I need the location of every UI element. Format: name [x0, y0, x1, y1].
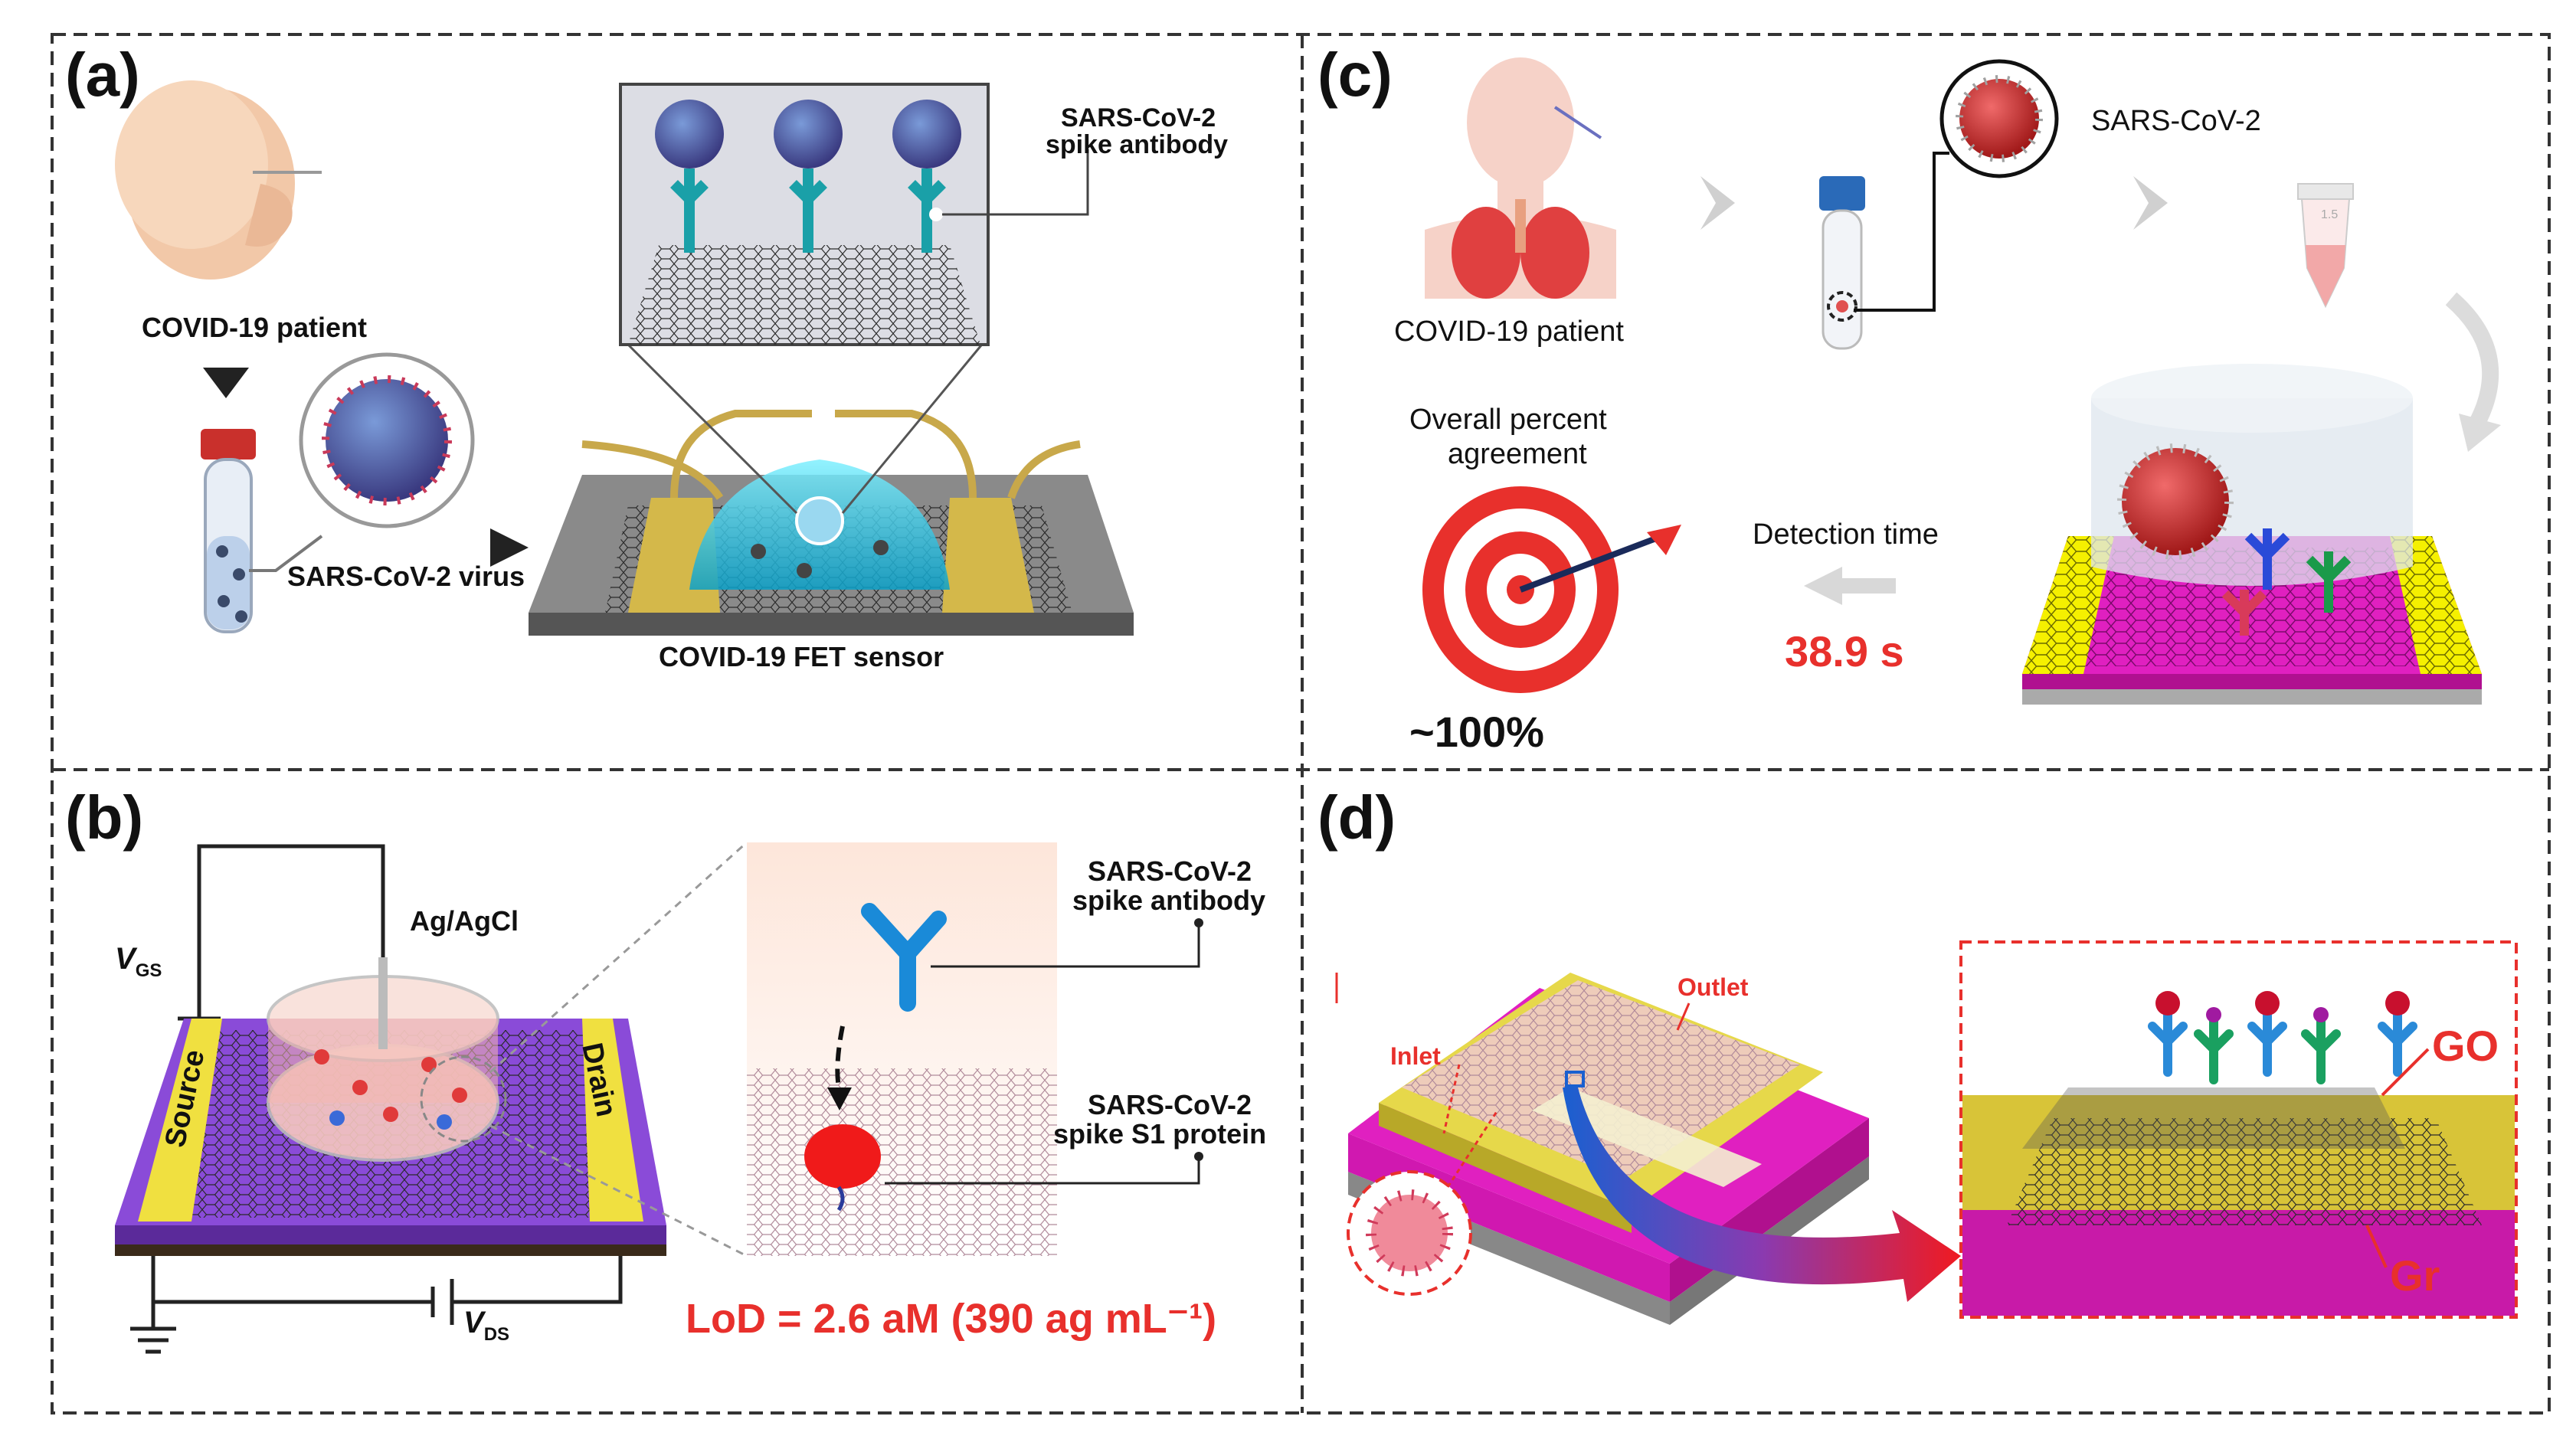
lod-label: LoD = 2.6 aM (390 ag mL⁻¹) [686, 1296, 1216, 1342]
panel-b: (b) VGS VDS [65, 783, 1266, 1354]
c-patient-label: COVID-19 patient [1394, 316, 1624, 348]
panel-a-label: (a) [65, 41, 140, 109]
eppendorf-mark: 1.5 [2321, 208, 2338, 221]
agreement-label-line2: agreement [1448, 438, 1587, 470]
b-protein-label-line2: spike S1 protein [1053, 1118, 1266, 1150]
svg-text:VDS: VDS [463, 1306, 509, 1345]
fet-sensor-illustration [529, 410, 1134, 636]
svg-text:VGS: VGS [115, 942, 162, 981]
antibody-label-line1: SARS-CoV-2 [1061, 103, 1216, 132]
panel-b-label: (b) [65, 783, 143, 852]
b-antibody-label-line2: spike antibody [1072, 885, 1265, 916]
detection-time-label: Detection time [1753, 518, 1939, 551]
agreement-value: ~100% [1409, 708, 1544, 756]
patient-head-illustration [115, 80, 322, 280]
chevron-right-icon-2 [2133, 176, 2168, 230]
c-fet-device [2022, 364, 2482, 705]
ground-icon [130, 1326, 176, 1354]
panel-d: (d) Inlet Outlet [1317, 783, 2518, 1325]
binding-arrow-icon [827, 1087, 852, 1110]
panel-c: (c) COVID-19 patient SARS-CoV-2 [1317, 41, 2501, 756]
d-virus-icon [1371, 1195, 1448, 1271]
target-icon [1422, 486, 1681, 693]
patient-anatomy-illustration [1425, 57, 1616, 299]
antibody-inset [619, 83, 990, 346]
right-arrow-icon [490, 528, 529, 567]
inlet-label: Inlet [1390, 1042, 1441, 1070]
sample-tube-illustration [201, 429, 256, 633]
outlet-label: Outlet [1678, 973, 1749, 1001]
curved-arrow-icon [2445, 292, 2499, 425]
vgs-label: V [115, 942, 138, 976]
microfluidic-device [1348, 973, 1869, 1325]
panel-c-label: (c) [1317, 41, 1393, 109]
gr-label: Gr [2390, 1251, 2440, 1300]
panel-a: (a) COVID-19 patient SARS-CoV-2 virus [65, 41, 1228, 672]
patient-label: COVID-19 patient [142, 312, 367, 343]
agreement-label-line1: Overall percent [1409, 404, 1607, 436]
c-sample-tube [1819, 176, 1865, 350]
chevron-right-icon [1700, 176, 1735, 230]
electrode-label: Ag/AgCl [410, 905, 519, 937]
down-arrow-icon [203, 368, 249, 398]
detection-time-value: 38.9 s [1785, 627, 1904, 675]
left-arrow-icon [1804, 567, 1896, 605]
panel-borders [51, 33, 2551, 1414]
b-protein-label-line1: SARS-CoV-2 [1088, 1089, 1252, 1120]
panel-d-label: (d) [1317, 783, 1396, 852]
virus-label: SARS-CoV-2 virus [287, 561, 525, 592]
sensor-label: COVID-19 FET sensor [659, 641, 944, 672]
antibody-label-line2: spike antibody [1046, 130, 1228, 159]
fet-chip-b [115, 957, 666, 1256]
eppendorf-tube [2297, 183, 2354, 309]
go-gr-inset [1959, 940, 2518, 1319]
vds-label: V [463, 1306, 486, 1339]
vds-subscript: DS [484, 1324, 509, 1345]
binding-inset [747, 842, 1057, 1256]
vgs-subscript: GS [136, 960, 162, 981]
virus-icon [326, 379, 448, 502]
b-antibody-label-line1: SARS-CoV-2 [1088, 855, 1252, 887]
zoom-arrow-icon [1563, 1087, 1961, 1302]
c-virus-icon [1959, 79, 2039, 159]
c-virus-label: SARS-CoV-2 [2091, 105, 2261, 137]
go-label: GO [2432, 1022, 2499, 1070]
